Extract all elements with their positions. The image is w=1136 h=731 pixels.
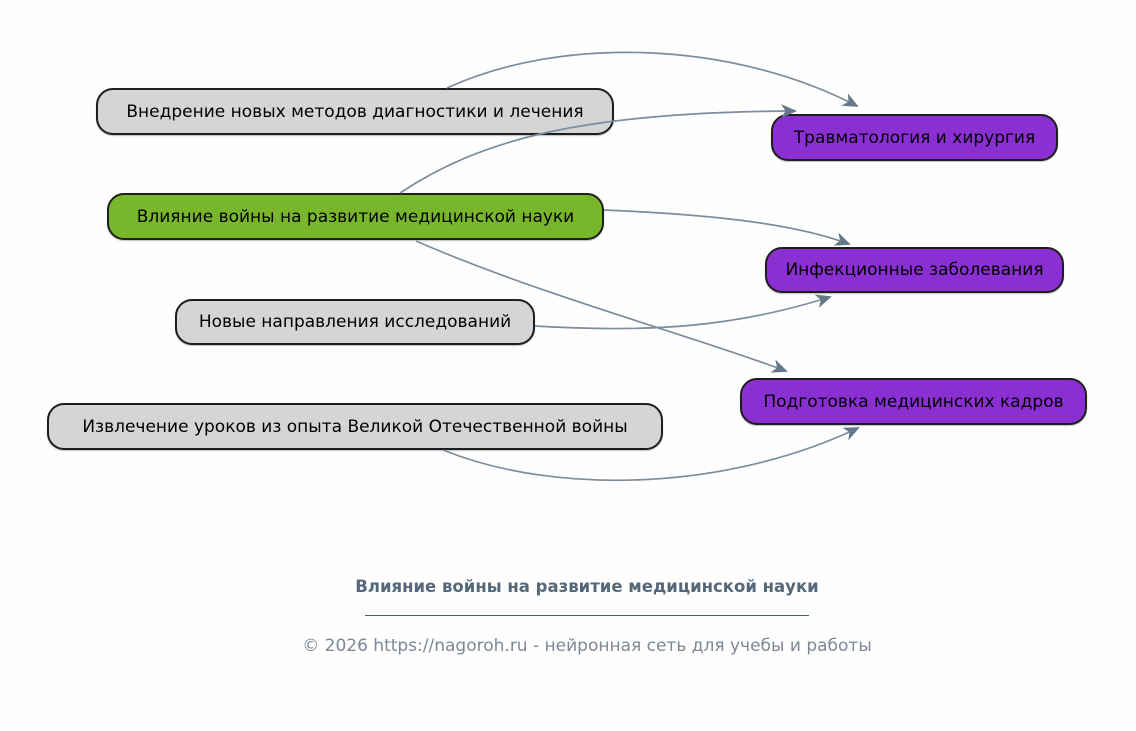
node-vliyanie: Влияние войны на развитие медицинской на… [107, 193, 604, 240]
footer-title: Влияние войны на развитие медицинской на… [355, 577, 819, 596]
node-infek: Инфекционные заболевания [765, 247, 1064, 293]
node-podgotovka: Подготовка медицинских кадров [740, 378, 1087, 425]
footer-copyright: © 2026 https://nagoroh.ru - нейронная се… [302, 636, 872, 656]
node-travma: Травматология и хирургия [771, 114, 1058, 161]
edge-vliyanie-infek [603, 209, 851, 246]
node-novye: Новые направления исследований [175, 299, 535, 345]
footer-divider [365, 615, 809, 616]
node-izvlechenie: Извлечение уроков из опыта Великой Отече… [47, 403, 663, 450]
edge-novye-infek [534, 294, 832, 330]
node-vnedrenie: Внедрение новых методов диагностики и ле… [96, 88, 614, 135]
